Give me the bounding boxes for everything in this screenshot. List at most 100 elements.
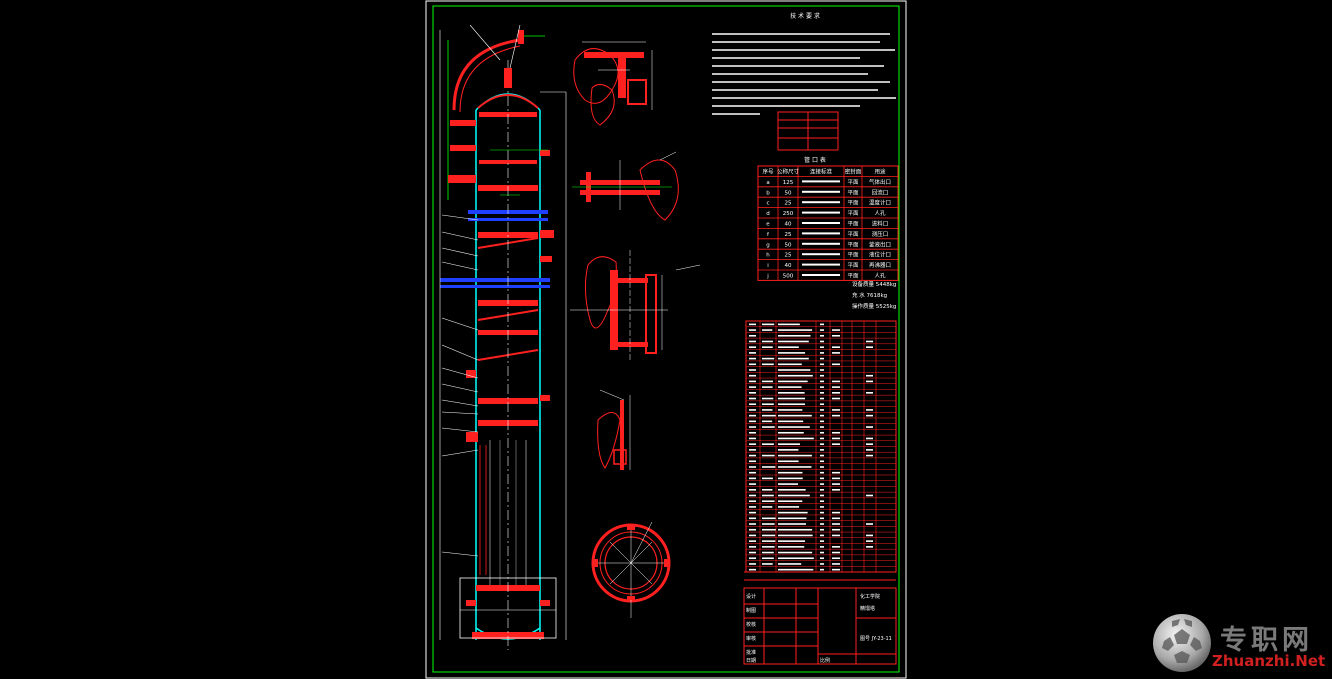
bom-mark <box>820 409 824 411</box>
watermark: 专职网 Zhuanzhi.Net <box>1148 608 1332 679</box>
bom-mark <box>820 386 824 388</box>
bom-mark <box>749 511 756 514</box>
bom-mark <box>866 523 873 525</box>
bom-mark <box>832 414 840 417</box>
bom-mark <box>749 329 756 331</box>
nozzle-table-cell: 温度计口 <box>869 199 891 207</box>
bom-mark <box>749 483 756 485</box>
bom-mark <box>749 460 756 463</box>
bom-mark <box>820 506 824 508</box>
bom-mark <box>762 414 776 417</box>
bom-mark <box>778 517 807 520</box>
bom-mark <box>749 528 756 531</box>
bom-mark <box>778 426 810 428</box>
nozzle-table-header: 密封面 <box>845 167 862 175</box>
bom-mark <box>778 346 799 348</box>
bom-mark <box>778 500 803 503</box>
bom-mark <box>832 523 840 525</box>
bom-mark <box>820 460 824 463</box>
bom-mark <box>866 540 873 542</box>
bom-mark <box>820 329 824 331</box>
bom-mark <box>778 546 805 548</box>
bom-mark <box>749 346 756 348</box>
nozzle-standard-code <box>802 222 840 224</box>
bom-mark <box>820 420 824 423</box>
bom-mark <box>820 454 824 457</box>
bom-mark <box>820 477 824 480</box>
bom-mark <box>762 488 773 491</box>
bom-mark <box>866 546 873 548</box>
bom-mark <box>820 431 824 434</box>
bom-mark <box>866 374 873 377</box>
bom-mark <box>749 340 756 343</box>
bom-mark <box>749 431 756 434</box>
bom-mark <box>820 426 824 428</box>
detail-view-1 <box>573 41 653 126</box>
nozzle-table-cell: 液位计口 <box>869 251 891 259</box>
detail-view-2 <box>572 151 679 221</box>
bom-mark <box>749 523 756 525</box>
bom-mark <box>749 392 756 394</box>
bom-mark <box>778 369 811 371</box>
bom-mark <box>778 414 812 417</box>
bom-mark <box>820 414 824 417</box>
bom-mark <box>820 483 824 485</box>
bom-mark <box>866 414 873 417</box>
bom-mark <box>778 431 804 434</box>
bom-mark <box>749 471 756 474</box>
watermark-ball-icon <box>1153 614 1211 672</box>
bom-mark <box>832 488 840 491</box>
tech-notes-title: 技 术 要 求 <box>790 12 820 20</box>
bom-mark <box>749 357 756 360</box>
bom-mark <box>762 420 773 423</box>
bom-mark <box>832 471 840 474</box>
bom-mark <box>762 540 776 542</box>
nozzle-table-cell: 测压口 <box>872 230 889 238</box>
nozzle-table-cell: 25 <box>785 201 792 207</box>
bom-mark <box>820 523 824 525</box>
nozzle-standard-code <box>802 263 840 266</box>
bom-mark <box>820 403 824 406</box>
nozzle-table-cell: 回流口 <box>872 188 889 196</box>
bom-mark <box>866 392 873 394</box>
tb-company: 化工学院 <box>860 593 880 600</box>
nozzle-table-title: 管 口 表 <box>804 156 826 164</box>
tb-label-approve: 批准 <box>746 649 756 656</box>
bom-mark <box>778 323 800 326</box>
bom-mark <box>832 534 840 537</box>
bom-mark <box>832 386 840 388</box>
weights-block: 设备质量 5448kg 充 水 7618kg 操作质量 5525kg <box>852 280 896 310</box>
bom-mark <box>749 443 756 445</box>
nozzle-table-cell: 平面 <box>847 189 859 196</box>
bom-mark <box>832 431 840 434</box>
bom-mark <box>762 534 776 537</box>
nozzle-table-cell: 釜液出口 <box>869 240 891 248</box>
section-view-circle <box>591 521 671 618</box>
bom-mark <box>778 454 812 457</box>
bom-mark <box>778 357 809 360</box>
bom-mark <box>820 546 824 548</box>
bom-mark <box>832 546 840 548</box>
bom-mark <box>820 540 824 542</box>
parts-list-table <box>745 320 897 573</box>
weight-line-3: 操作质量 5525kg <box>852 302 896 310</box>
bom-mark <box>778 511 808 514</box>
bom-mark <box>749 420 756 423</box>
bom-mark <box>762 323 775 326</box>
bom-mark <box>832 363 840 366</box>
nozzle-table-cell: i <box>767 263 769 269</box>
bom-mark <box>778 471 803 474</box>
tb-label-review: 审核 <box>746 635 756 642</box>
bom-mark <box>820 369 824 371</box>
nozzle-table-cell: 平面 <box>847 262 859 269</box>
bom-mark <box>749 426 756 428</box>
bom-mark <box>820 568 824 571</box>
bom-mark <box>820 323 824 326</box>
bom-mark <box>820 494 824 497</box>
bom-mark <box>762 517 776 520</box>
bom-mark <box>749 500 756 503</box>
bom-mark <box>762 454 775 457</box>
bom-mark <box>832 409 840 411</box>
nozzle-table-cell: 平面 <box>847 200 859 207</box>
bom-mark <box>762 340 773 343</box>
